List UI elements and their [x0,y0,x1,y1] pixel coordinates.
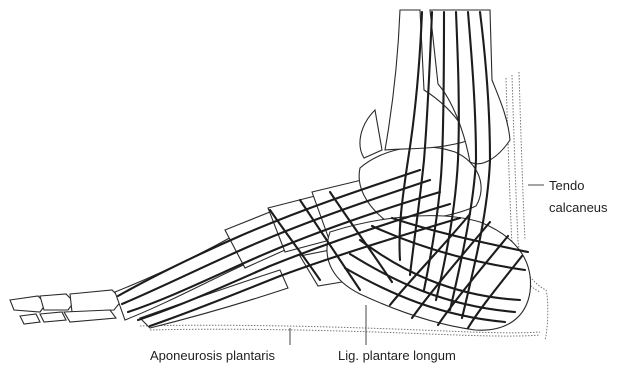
label-tendo-line1: Tendo [549,178,584,193]
label-tendo-line2: calcaneus [549,200,608,215]
toe-phalanges [10,290,122,324]
label-lig-plantare-longum: Lig. plantare longum [338,348,456,363]
label-aponeurosis-plantaris: Aponeurosis plantaris [150,348,276,363]
